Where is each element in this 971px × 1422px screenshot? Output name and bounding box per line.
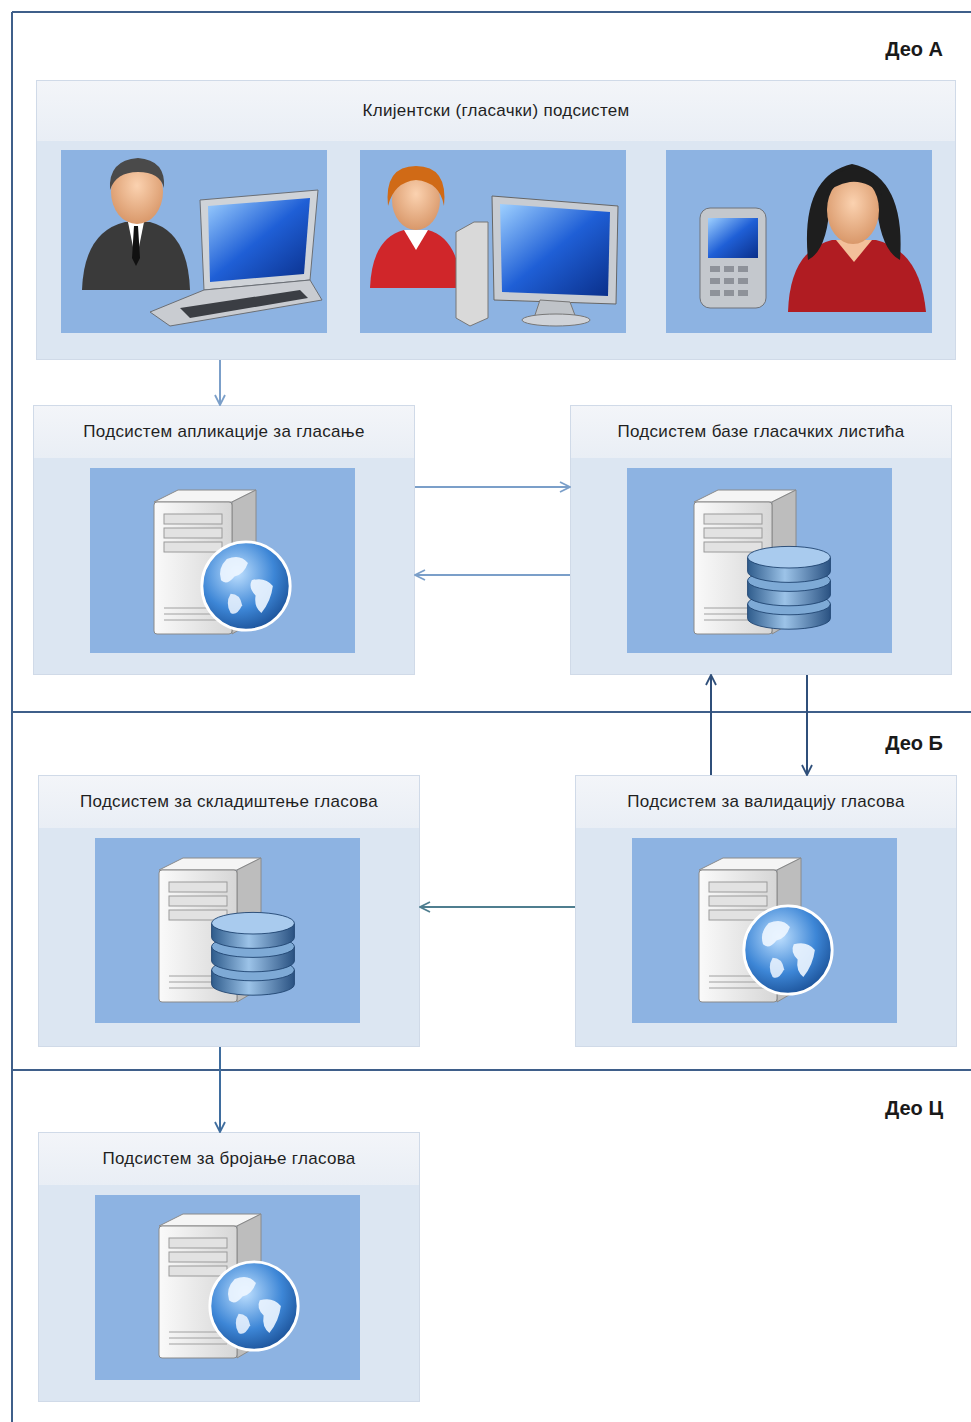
- section-label: Део Ц: [885, 1097, 943, 1120]
- panel-header: Клијентски (гласачки) подсистем: [37, 81, 955, 141]
- panel-title: Подсистем за складиштење гласова: [80, 792, 378, 812]
- panel-header: Подсистем апликације за гласање: [34, 406, 414, 458]
- panel-header: Подсистем базе гласачких листића: [571, 406, 951, 458]
- flow-arrow: [806, 675, 808, 775]
- panel-header: Подсистем за валидацију гласова: [576, 776, 956, 828]
- panel-header: Подсистем за складиштење гласова: [39, 776, 419, 828]
- flow-arrow: [415, 574, 570, 576]
- panel-title: Подсистем апликације за гласање: [83, 422, 364, 442]
- flow-arrow: [420, 906, 575, 908]
- flow-arrow: [219, 360, 221, 405]
- flow-arrow: [415, 486, 570, 488]
- panel-header: Подсистем за бројање гласова: [39, 1133, 419, 1185]
- panel-title: Подсистем базе гласачких листића: [617, 422, 904, 442]
- panel-title: Подсистем за валидацију гласова: [627, 792, 904, 812]
- flow-arrow: [710, 675, 712, 775]
- panel-title: Клијентски (гласачки) подсистем: [362, 101, 629, 121]
- section-label: Део А: [885, 38, 943, 61]
- section-label: Део Б: [885, 732, 943, 755]
- flow-arrow: [219, 1047, 221, 1132]
- panel-title: Подсистем за бројање гласова: [102, 1149, 355, 1169]
